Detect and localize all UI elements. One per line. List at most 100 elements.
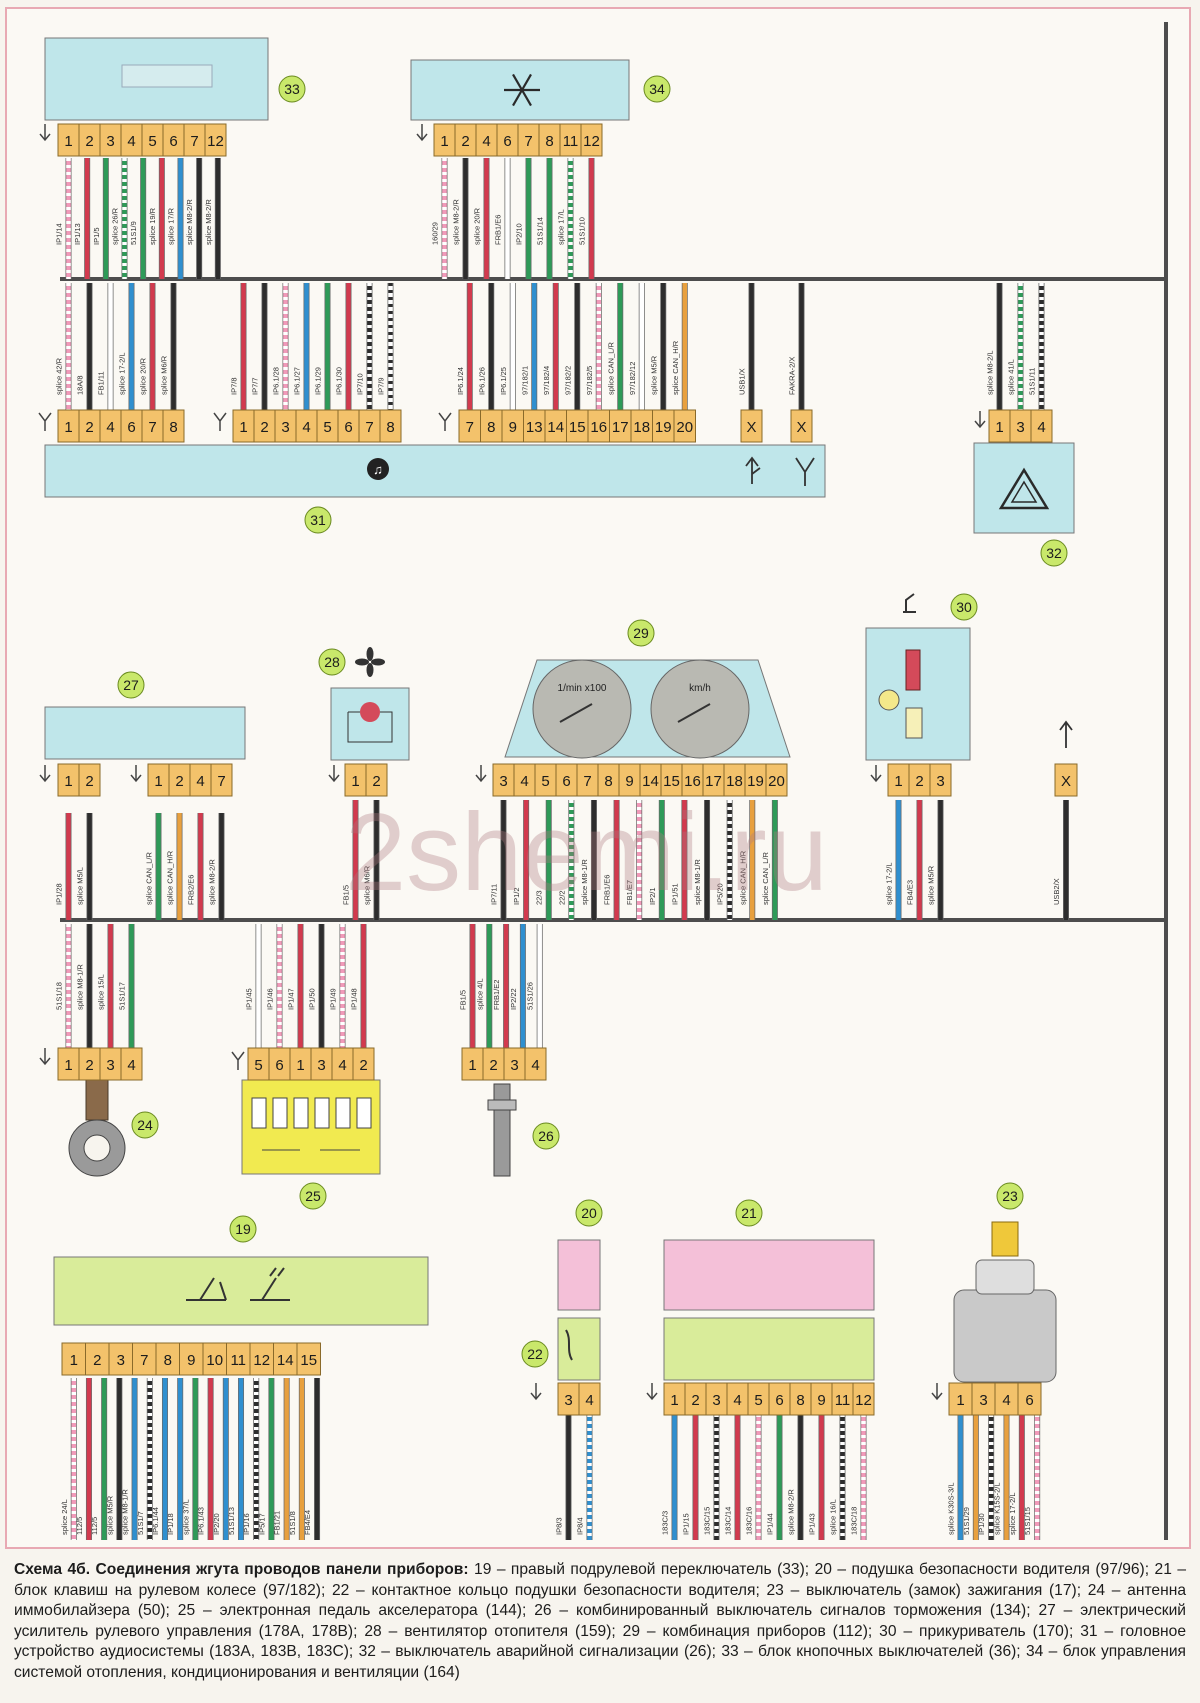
pin-number: 1 [239,419,247,436]
wire-label: splice 20/R [473,207,482,245]
wire-label: IP1/14 [55,223,64,245]
component-number-badge: 28 [318,648,346,676]
antenna-fork-icon [213,412,227,431]
pin-number: 19 [747,773,764,790]
washer-icon [250,1267,290,1301]
connector-pin [120,1047,143,1081]
component-number: 22 [527,1346,543,1362]
pin-number: 11 [563,133,579,150]
pin-number: 2 [359,1057,367,1074]
usb-icon [1059,720,1073,748]
pin-number: 3 [936,773,944,790]
wire-label: IP1/51 [670,883,679,905]
pin-number: 2 [85,1057,93,1074]
ground-arrow-icon [130,765,142,783]
wire-label: 22/3 [535,890,544,905]
component-number: 20 [581,1205,597,1221]
wire-label: IP6.1/25 [499,367,508,395]
wire-label: 183C/16 [745,1507,754,1535]
pin-number: 4 [338,1057,346,1074]
wire-label: IP1/30 [977,1513,986,1535]
component-number: 26 [538,1128,554,1144]
antenna-fork-icon [438,412,452,431]
pin-number: 12 [253,1352,270,1369]
ground-arrow-icon [974,411,986,429]
wire-label: 51S1/14 [536,217,545,245]
ground-arrow-icon [870,765,882,783]
wire-label: IP5/20 [716,883,725,905]
connector-pin [1017,1382,1042,1416]
pin-number: 2 [85,133,93,150]
pin-number: 15 [569,419,586,436]
pin-number: 14 [277,1352,294,1369]
pin-number: 12 [855,1392,872,1409]
component-number: 29 [633,625,649,641]
wire-label: splice M8-2/R [787,1489,796,1535]
wire-label: splice M8-1/R [76,964,85,1010]
wire-label: IP1/5 [92,227,101,245]
wire-label: IP8/4 [576,1517,585,1535]
pin-number: 7 [140,1352,148,1369]
ground-arrow-icon [39,765,51,783]
pin-number: 6 [1025,1392,1033,1409]
ground-arrow-icon [39,1048,51,1066]
component-number-badge: 20 [575,1199,603,1227]
ground-arrow-icon [328,765,340,783]
audio-head-unit-31 [44,444,826,498]
wire-label: 51S1/26 [526,982,535,1010]
pin-number: 7 [190,133,198,150]
fan-motor-icon [360,702,380,722]
pin-number: 8 [164,1352,172,1369]
wire-label: 18A/8 [76,375,85,395]
connector-pin [204,123,227,157]
wire-label: FB1/5 [342,885,351,905]
connector-pin [1030,409,1053,443]
component-number: 31 [310,512,326,528]
connector-31: X [790,409,813,443]
wire-label: splice M8-2/L [986,350,995,395]
wire-label: FB4/E4 [303,1510,312,1535]
pin-number: 3 [317,1057,325,1074]
wire-label: FB1/21 [273,1511,282,1535]
connector-pin [210,763,233,797]
pin-number: 2 [93,1352,101,1369]
pin-number: 11 [230,1352,246,1369]
wire-label: splice M8-1/R [121,1489,130,1535]
component-number-badge: 27 [117,671,145,699]
component-number-badge: 22 [521,1340,549,1368]
wire-label: 160/29 [431,222,440,245]
component-number: 27 [123,677,139,693]
pin-number: 3 [117,1352,125,1369]
hazard-switch-32 [973,442,1075,534]
pin-number: 1 [468,1057,476,1074]
ignition-switch-body [953,1289,1057,1383]
wire-label: FRB1/E6 [603,875,612,905]
pin-number: 17 [612,419,629,436]
wire-label: splice 17/R [167,207,176,245]
fuse-icon [905,707,923,739]
wire-label: IP6.1/27 [293,367,302,395]
pin-number: 8 [386,419,394,436]
wire-label: splice 19/R [148,207,157,245]
connector-usb2: X [1054,763,1078,797]
watermark: 2shemi.ru [345,791,828,914]
component-number-badge: 24 [131,1111,159,1139]
component-number-badge: 30 [950,593,978,621]
wire-label: splice 42/R [55,357,64,395]
pin-number: 3 [499,773,507,790]
component-number-badge: 21 [735,1199,763,1227]
wire-label: splice CAN_L/R [145,851,154,905]
button-row [121,64,213,88]
pin-number: 7 [524,133,532,150]
sensor-resistor [251,1097,267,1129]
pin-number: 20 [768,773,785,790]
connector-pin [379,409,402,443]
wire-label: splice 26/R [111,207,120,245]
